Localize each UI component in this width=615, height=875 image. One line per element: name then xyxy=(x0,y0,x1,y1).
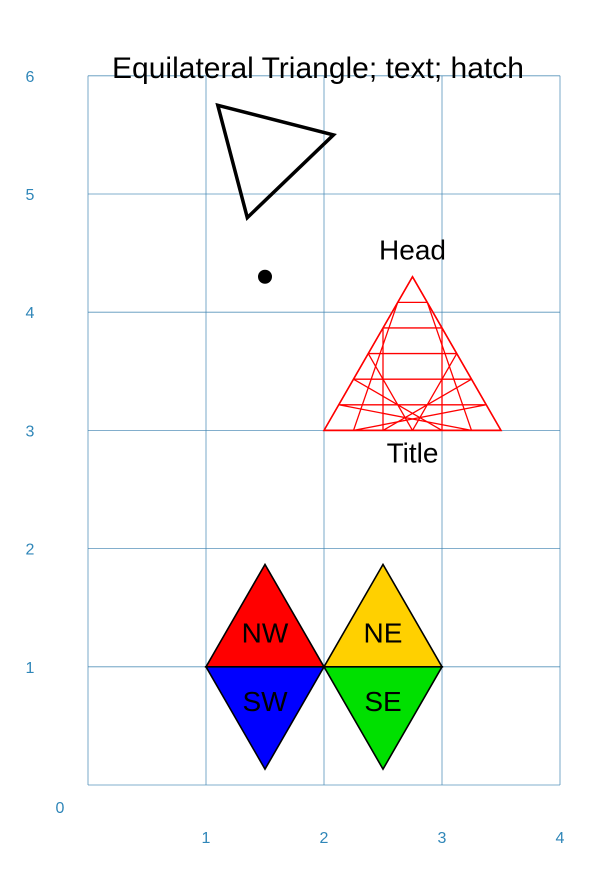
y-tick-label: 3 xyxy=(26,423,35,440)
x-tick-label: 0 xyxy=(56,800,65,817)
x-tick-label: 1 xyxy=(202,830,211,847)
triangle-label-ne: NE xyxy=(364,618,403,649)
black-dot xyxy=(258,269,272,284)
outline-triangle xyxy=(215,102,337,221)
y-tick-label: 2 xyxy=(26,542,35,559)
triangle-ne xyxy=(322,562,444,668)
hatched-triangle-outline xyxy=(322,275,503,432)
head-label: Head xyxy=(379,235,446,266)
y-tick-label: 4 xyxy=(26,305,35,322)
triangle-se xyxy=(322,665,444,771)
title-label: Title xyxy=(387,437,439,468)
y-tick-label: 6 xyxy=(26,69,35,86)
figure-title: Equilateral Triangle; text; hatch xyxy=(112,52,524,85)
triangle-label-se: SE xyxy=(364,686,401,717)
hatch-line xyxy=(426,302,473,431)
hatched-triangle xyxy=(322,275,503,432)
triangle-nw xyxy=(204,562,326,668)
x-tick-label: 4 xyxy=(556,830,565,847)
x-tick-label: 3 xyxy=(438,830,447,847)
triangle-label-nw: NW xyxy=(242,618,289,649)
y-tick-label: 1 xyxy=(26,660,35,677)
hatch-line xyxy=(338,404,472,432)
y-tick-label: 5 xyxy=(26,187,35,204)
x-tick-label: 2 xyxy=(320,830,329,847)
triangle-label-sw: SW xyxy=(242,686,288,717)
axis-ticks: 0 1 2 3 4 1 2 3 4 5 6 xyxy=(26,69,565,847)
diamond-triangles: NW NE SW SE xyxy=(204,562,444,771)
triangle-sw xyxy=(204,665,326,771)
